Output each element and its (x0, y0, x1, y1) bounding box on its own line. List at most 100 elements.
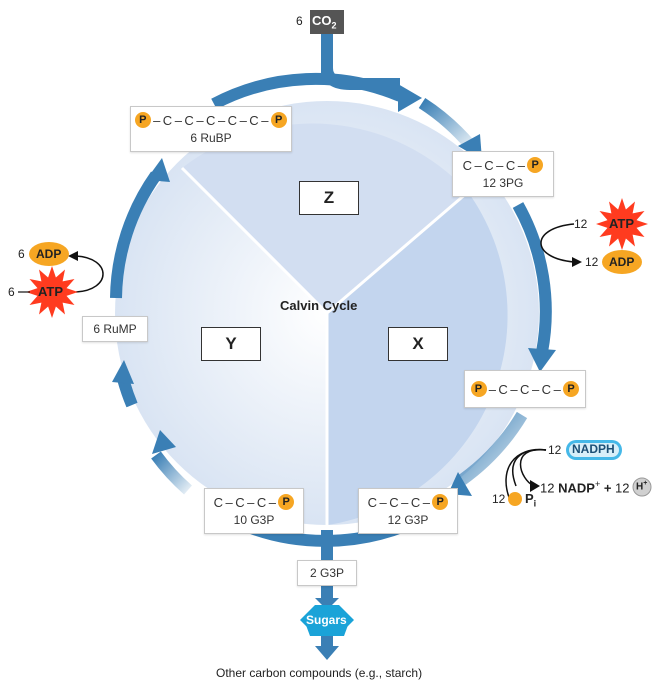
atp-count-right: 12 (574, 217, 588, 231)
pg3-box: C–C–C–P 12 3PG (452, 151, 554, 197)
bond: – (225, 494, 234, 510)
carbon-atom: C (235, 494, 246, 510)
g3p10-box: C–C–C–P 10 G3P (204, 488, 304, 534)
co2-box (310, 10, 344, 34)
g3p2-box: 2 G3P (297, 560, 357, 586)
region-z: Z (299, 181, 359, 215)
rubp-label: 6 RuBP (190, 131, 232, 145)
bond: – (553, 381, 562, 397)
phosphate-icon: P (432, 494, 449, 510)
adp-label-left: ADP (36, 247, 62, 261)
phosphate-icon: P (563, 381, 580, 397)
bond: – (217, 112, 226, 128)
region-x: X (388, 327, 448, 361)
arrowhead-rubp (146, 158, 170, 182)
h-ion-label: H+ (636, 480, 648, 493)
divider-zx (326, 190, 469, 315)
nadp-product: 12 NADP+ + 12 (540, 479, 630, 496)
carbon-atom: C (462, 157, 473, 173)
bond: – (379, 494, 388, 510)
carbon-atom: C (206, 112, 216, 128)
atp-label-right: ATP (609, 216, 635, 231)
carbon-atom: C (484, 157, 495, 173)
output-arrowhead-1 (315, 598, 339, 610)
bond: – (247, 494, 255, 510)
sugars-shape (300, 605, 354, 635)
rump-box: 6 RuMP (82, 316, 148, 342)
atp-label-left: ATP (38, 284, 64, 299)
arrowhead-bpg (528, 348, 556, 372)
bond: – (488, 381, 497, 397)
carbon-atom: C (541, 381, 552, 397)
bpg-box: P–C–C–C–P (464, 370, 586, 408)
carbon-atom: C (227, 112, 238, 128)
pi-circle (508, 492, 522, 506)
co2-count: 6 (296, 14, 303, 28)
pi-count: 12 (492, 492, 506, 506)
adp-count-right: 12 (585, 255, 599, 269)
phosphate-icon: P (270, 112, 287, 128)
rubp-chain: P–C–C–C–C–C–P (131, 112, 291, 128)
arrowhead-top (398, 84, 422, 112)
cycle-title: Calvin Cycle (280, 298, 358, 313)
bond: – (422, 494, 431, 510)
carbon-atom: C (256, 494, 267, 510)
atp-to-adp-arrow (540, 223, 575, 263)
g3p10-chain: C–C–C–P (205, 494, 303, 510)
adp-label-right: ADP (609, 255, 635, 269)
bpg-chain: P–C–C–C–P (465, 381, 585, 397)
pi-label: Pi (525, 491, 537, 509)
nadph-pill-inner (569, 443, 619, 457)
g3p12-chain: C–C–C–P (359, 494, 457, 510)
phosphate-icon: P (278, 494, 295, 510)
carbon-atom: C (498, 381, 509, 397)
divider-zy (180, 166, 329, 315)
h-ion-circle (632, 477, 652, 497)
co2-join (321, 67, 400, 90)
arc-left-up (110, 171, 161, 299)
bond: – (174, 112, 183, 128)
carbon-atom: C (520, 381, 530, 397)
left-atp-adp-arrow (75, 255, 104, 293)
bond: – (517, 157, 526, 173)
carbon-atom: C (249, 112, 260, 128)
atp-adp-arrowhead (572, 257, 582, 267)
carbon-atom: C (367, 494, 378, 510)
g3p12-box: C–C–C–P 12 G3P (358, 488, 458, 534)
bond: – (496, 157, 504, 173)
bond: – (196, 112, 205, 128)
output-label: Other carbon compounds (e.g., starch) (216, 666, 423, 680)
bond: – (268, 494, 277, 510)
arc-bpg-to-g3p (458, 411, 528, 485)
carbon-atom: C (213, 494, 224, 510)
carbon-atom: C (389, 494, 400, 510)
arc-to-left (151, 451, 193, 495)
arrowhead-rump (112, 360, 134, 384)
adp-oval-left (29, 242, 69, 266)
atp-star-left (26, 266, 78, 318)
g3p10-label: 10 G3P (233, 513, 275, 527)
adp-count-left: 6 (18, 247, 25, 261)
output-arrowhead-2 (315, 646, 339, 660)
rubp-box: P–C–C–C–C–C–P 6 RuBP (130, 106, 292, 152)
phosphate-icon: P (135, 112, 152, 128)
nadph-label: NADPH (572, 442, 615, 456)
pg3-label: 12 3PG (482, 176, 524, 190)
co2-label: CO2 (312, 13, 337, 31)
carbon-atom: C (505, 157, 516, 173)
nadph-count: 12 (548, 443, 562, 457)
atp-star-right (596, 198, 648, 250)
arc-3pg-to-bpg (512, 202, 552, 354)
bond: – (153, 112, 161, 128)
phosphate-icon: P (470, 381, 487, 397)
region-y: Y (201, 327, 261, 361)
nadph-arrow-3 (519, 449, 547, 487)
sugars-label: Sugars (306, 613, 347, 627)
left-arrowhead (68, 251, 78, 261)
carbon-atom: C (162, 112, 173, 128)
bond: – (510, 381, 519, 397)
sector-z (182, 123, 468, 313)
arrowhead-left-low (152, 430, 176, 454)
nadph-head-2 (530, 480, 540, 492)
